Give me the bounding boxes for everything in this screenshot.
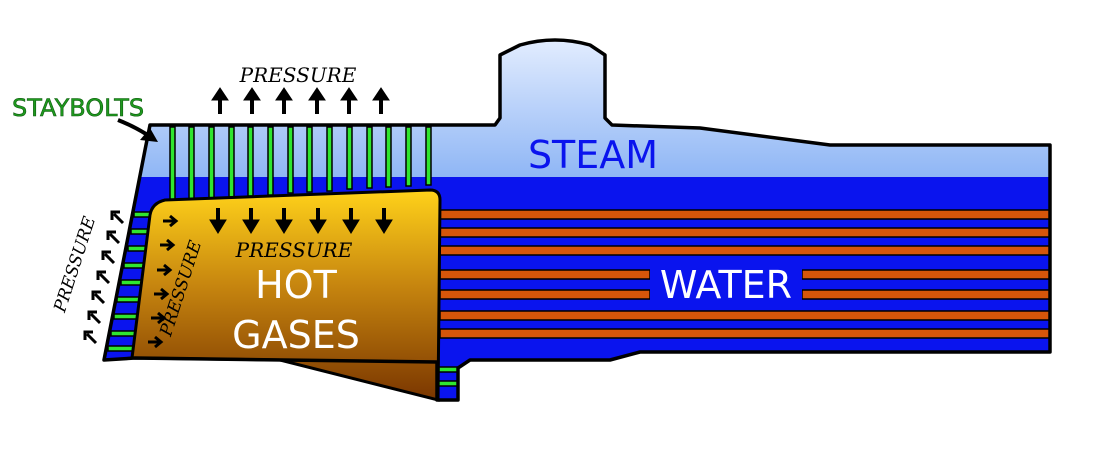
staybolt bbox=[188, 126, 195, 201]
pressure-down-arrows bbox=[209, 208, 393, 234]
pressure-firebox-label: PRESSURE bbox=[235, 238, 353, 262]
water-label: WATER bbox=[660, 263, 792, 307]
flue-tube bbox=[439, 310, 1051, 321]
staybolt bbox=[306, 126, 313, 193]
staybolt bbox=[247, 126, 254, 197]
pressure-left-outer-arrows bbox=[83, 210, 125, 345]
arrow-right-icon bbox=[151, 311, 167, 325]
arrow-down-icon bbox=[275, 208, 293, 234]
staybolt bbox=[287, 126, 294, 194]
firebox bbox=[130, 188, 442, 402]
staybolt bbox=[366, 126, 373, 189]
staybolt bbox=[228, 126, 235, 198]
pressure-left-outer-label: PRESSURE bbox=[50, 214, 100, 316]
arrow-right-icon bbox=[160, 238, 176, 252]
arrow-right-icon bbox=[163, 214, 179, 228]
arrow-up-icon bbox=[308, 87, 326, 114]
staybolt bbox=[169, 126, 176, 203]
arrow-up-left-icon bbox=[106, 230, 121, 245]
arrow-up-icon bbox=[372, 87, 390, 114]
staybolt bbox=[267, 126, 274, 196]
pressure-up-arrows bbox=[211, 87, 390, 114]
flue-tube bbox=[439, 245, 1051, 256]
arrow-up-left-icon bbox=[96, 270, 111, 285]
arrow-down-icon bbox=[342, 208, 360, 234]
boiler-shell-outline bbox=[102, 38, 1052, 402]
arrow-down-icon bbox=[209, 208, 227, 234]
staybolts-pointer-arrow bbox=[117, 118, 158, 142]
arrow-up-left-icon bbox=[101, 250, 116, 265]
flue-tube bbox=[439, 269, 651, 280]
arrow-up-left-icon bbox=[91, 290, 106, 305]
staybolt bbox=[425, 126, 432, 186]
water-label-backdrop bbox=[650, 262, 802, 308]
hot-gases-label-line1: HOT bbox=[255, 263, 337, 307]
staybolt bbox=[326, 126, 333, 192]
flue-tubes bbox=[439, 209, 1051, 339]
arrow-down-icon bbox=[242, 208, 260, 234]
arrow-up-icon bbox=[340, 87, 358, 114]
arrow-down-icon bbox=[375, 208, 393, 234]
crown-staybolts bbox=[169, 126, 432, 203]
staybolt bbox=[405, 126, 412, 187]
arrow-up-left-icon bbox=[87, 310, 102, 325]
pressure-left-inner-arrows bbox=[148, 214, 179, 349]
arrow-right-icon bbox=[154, 287, 170, 301]
flue-tube bbox=[801, 269, 1051, 280]
steam-label: STEAM bbox=[528, 133, 658, 177]
staybolt bbox=[208, 126, 215, 200]
flue-tube bbox=[439, 227, 1051, 238]
arrow-up-icon bbox=[243, 87, 261, 114]
staybolts-label: STAYBOLTS bbox=[12, 94, 144, 122]
staybolt bbox=[346, 126, 353, 190]
flue-tube bbox=[439, 328, 1051, 339]
staybolt bbox=[436, 380, 459, 387]
arrow-up-icon bbox=[211, 87, 229, 114]
flue-tube bbox=[439, 289, 651, 300]
arrow-up-left-icon bbox=[110, 210, 125, 225]
staybolt bbox=[107, 345, 135, 352]
arrow-up-left-icon bbox=[83, 330, 98, 345]
staybolt bbox=[385, 126, 392, 188]
staybolt bbox=[436, 366, 459, 373]
arrow-right-icon bbox=[148, 335, 164, 349]
flue-tube bbox=[439, 209, 1051, 220]
arrow-right-icon bbox=[157, 263, 173, 277]
flue-tube bbox=[801, 289, 1051, 300]
pressure-top-label: PRESSURE bbox=[239, 63, 357, 87]
arrow-up-icon bbox=[275, 87, 293, 114]
hot-gases-label-line2: GASES bbox=[232, 313, 360, 357]
arrow-down-icon bbox=[309, 208, 327, 234]
